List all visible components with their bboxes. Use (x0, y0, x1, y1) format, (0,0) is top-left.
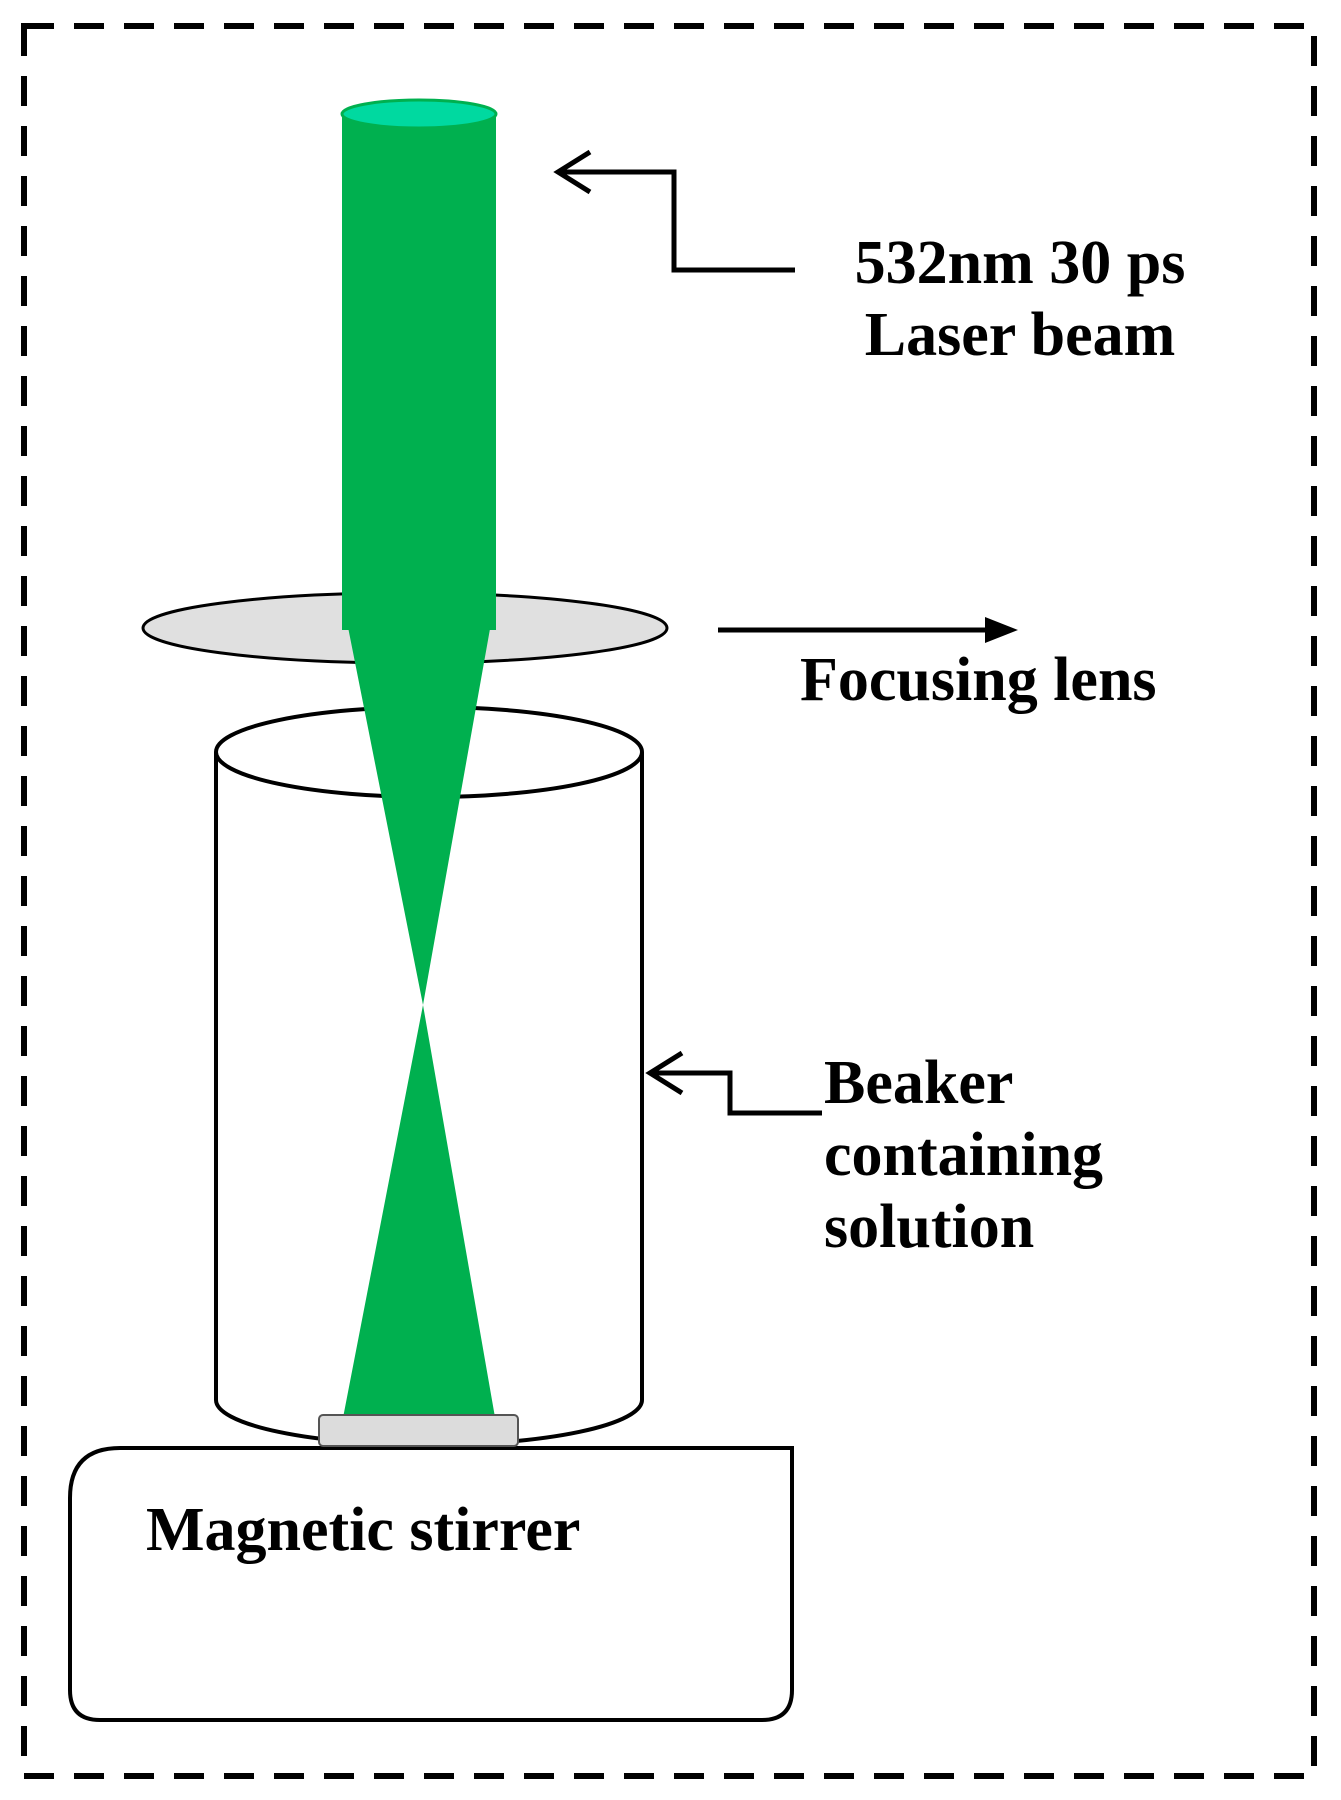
beaker-label-line2: containing (824, 1120, 1104, 1189)
magnetic-stirrer-body (68, 1446, 794, 1722)
laser-beam-top (340, 98, 498, 130)
beaker-label-line3: solution (824, 1192, 1035, 1261)
laser-label-line2: Laser beam (864, 300, 1176, 369)
lens-label-arrow (718, 617, 1018, 643)
laser-beam-label: 532nm 30 ps Laser beam (810, 228, 1230, 372)
beaker-label: Beaker containing solution (824, 1048, 1103, 1264)
focused-beam-cone (342, 612, 496, 1423)
laser-label-arrow (553, 149, 795, 273)
laser-beam-column (342, 114, 496, 630)
magnetic-stirrer-label: Magnetic stirrer (146, 1496, 581, 1564)
beaker-label-arrow (645, 1050, 822, 1116)
focusing-lens-label: Focusing lens (800, 646, 1157, 714)
dashed-frame (21, 23, 1317, 1779)
stir-bar (318, 1414, 519, 1447)
laser-label-line1: 532nm 30 ps (854, 229, 1186, 297)
beaker-label-line1: Beaker (824, 1049, 1014, 1117)
